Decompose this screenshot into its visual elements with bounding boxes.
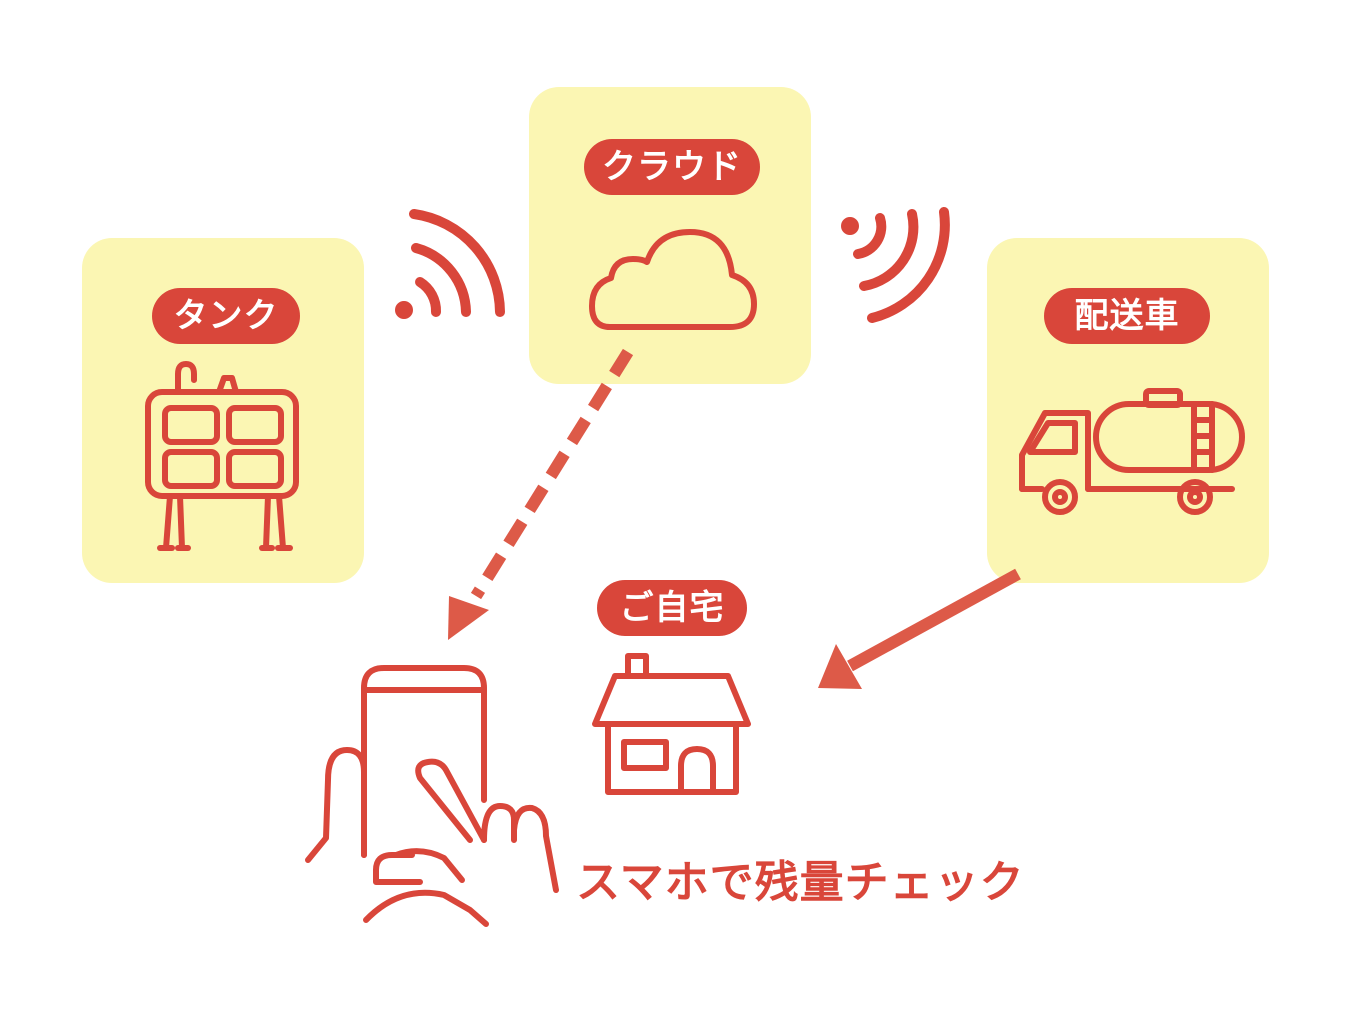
tank-icon	[145, 361, 299, 551]
caption-text: スマホで残量チェック	[576, 857, 1025, 908]
wifi-signal-left-icon	[395, 209, 505, 319]
wifi-signal-right-icon	[841, 207, 950, 323]
tank-truck-icon	[1019, 388, 1245, 515]
cloud-label: クラウド	[584, 139, 760, 195]
cloud-icon	[589, 229, 757, 330]
house-icon	[592, 653, 751, 795]
truck-label: 配送車	[1044, 288, 1210, 344]
dashed-arrow-cloud-to-phone	[448, 348, 634, 640]
arrow-truck-to-home	[818, 568, 1021, 689]
phone-icon	[361, 665, 487, 858]
tank-label: タンク	[152, 288, 300, 344]
hand-icon	[305, 747, 559, 927]
home-label: ご自宅	[597, 580, 747, 636]
